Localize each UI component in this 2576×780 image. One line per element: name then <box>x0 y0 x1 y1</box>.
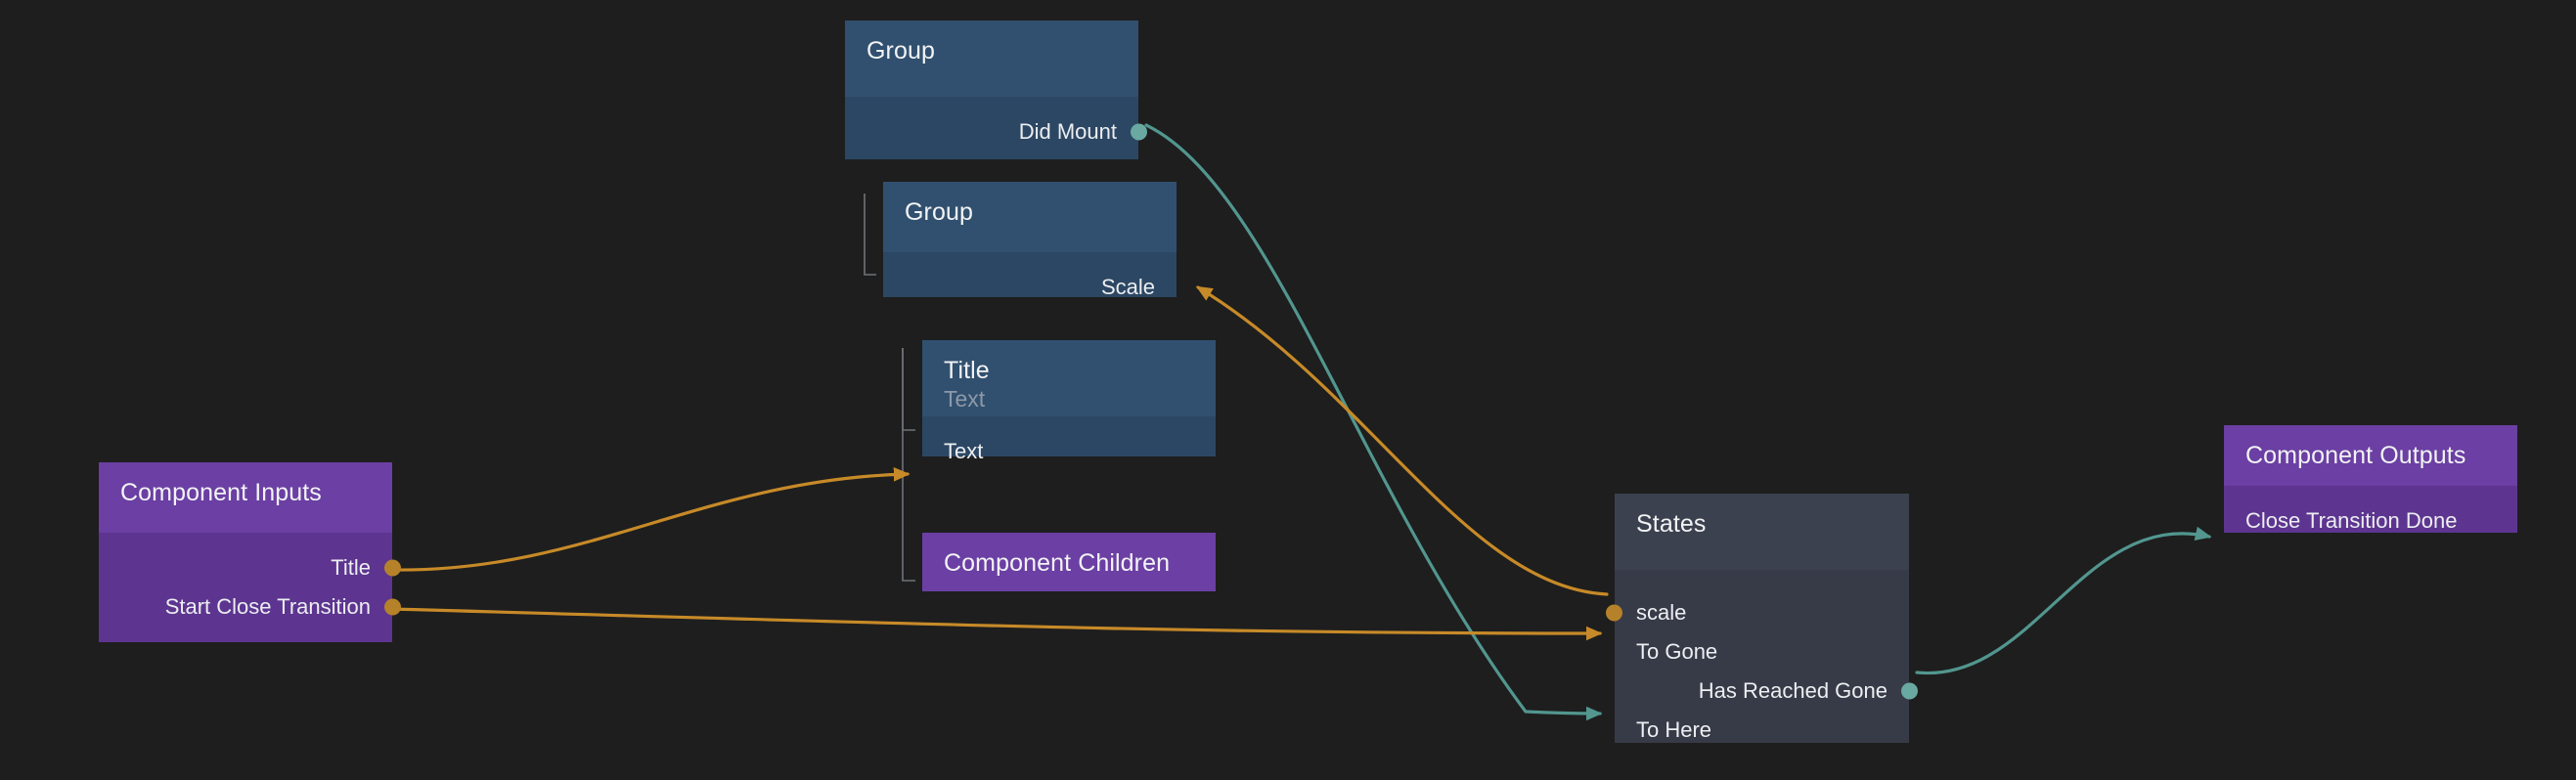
port-label: Has Reached Gone <box>1698 678 1888 703</box>
port-dot-did-mount[interactable] <box>1131 123 1147 141</box>
port-row-has-reached-gone[interactable]: Has Reached Gone <box>1615 672 1918 711</box>
edge-has-reached-gone-to-close-done[interactable] <box>1915 526 2212 675</box>
body-spacer <box>845 97 1138 112</box>
body-spacer <box>922 416 1216 432</box>
node-header-component-children[interactable]: Component Children <box>922 533 1216 591</box>
port-label: Close Transition Done <box>2245 508 2458 533</box>
body-spacer <box>883 252 1177 268</box>
node-component-children[interactable]: Component Children <box>922 533 1216 591</box>
node-header-states[interactable]: States <box>1615 494 1909 570</box>
tree-link-root-to-group-child <box>864 194 876 276</box>
body-spacer <box>2224 486 2517 501</box>
port-dot-title[interactable] <box>384 559 401 577</box>
port-row-close-transition-done[interactable]: Close Transition Done <box>2224 501 2517 541</box>
edge-title-to-text[interactable] <box>390 467 910 572</box>
body-spacer <box>1615 570 1909 593</box>
node-title: Component Outputs <box>2245 442 2466 469</box>
node-body-group-child: Scale <box>883 252 1177 298</box>
port-label: Did Mount <box>1018 119 1117 144</box>
node-header-group-child[interactable]: Group <box>883 182 1177 252</box>
tree-link-root-to-title <box>902 348 915 431</box>
node-title: Group <box>866 37 935 65</box>
port-row-to-gone[interactable]: To Gone <box>1615 632 1909 672</box>
port-label: To Here <box>1636 717 1712 742</box>
port-row-scale[interactable]: scale <box>1606 593 1909 632</box>
node-header-component-inputs[interactable]: Component Inputs <box>99 462 392 533</box>
node-header-component-outputs[interactable]: Component Outputs <box>2224 425 2517 486</box>
port-row-scale[interactable]: Scale <box>883 268 1177 307</box>
body-spacer <box>99 533 392 548</box>
node-body-group-root: Did Mount <box>845 97 1147 159</box>
node-title: States <box>1636 510 1707 538</box>
port-row-did-mount[interactable]: Did Mount <box>845 112 1147 152</box>
port-row-start-close-transition[interactable]: Start Close Transition <box>99 587 401 627</box>
node-body-title-node: Text <box>922 416 1216 462</box>
tree-link-root-to-children <box>902 348 915 582</box>
port-label: Title <box>331 555 371 580</box>
port-row-title[interactable]: Title <box>99 548 401 587</box>
node-title: Group <box>905 198 973 226</box>
node-body-component-outputs: Close Transition Done <box>2224 486 2517 533</box>
edge-scale-to-group-scale[interactable] <box>1195 285 1609 596</box>
node-header-group-root[interactable]: Group <box>845 21 1138 97</box>
port-label: Scale <box>1100 275 1155 299</box>
port-dot-start-close-transition[interactable] <box>384 598 401 616</box>
node-title: Component Inputs <box>120 479 322 506</box>
port-row-to-here[interactable]: To Here <box>1615 711 1909 750</box>
port-label: Text <box>944 439 984 463</box>
node-title: Title <box>944 357 990 384</box>
edge-start-close-to-to-gone[interactable] <box>390 607 1603 641</box>
port-dot-scale[interactable] <box>1606 604 1622 622</box>
node-title: Component Children <box>944 549 1171 577</box>
port-label: Start Close Transition <box>164 594 371 619</box>
port-label: To Gone <box>1636 639 1718 664</box>
port-dot-has-reached-gone[interactable] <box>1901 682 1918 700</box>
port-row-text[interactable]: Text <box>922 432 1216 471</box>
port-label: scale <box>1636 600 1687 625</box>
node-subtitle: Text <box>944 385 986 412</box>
